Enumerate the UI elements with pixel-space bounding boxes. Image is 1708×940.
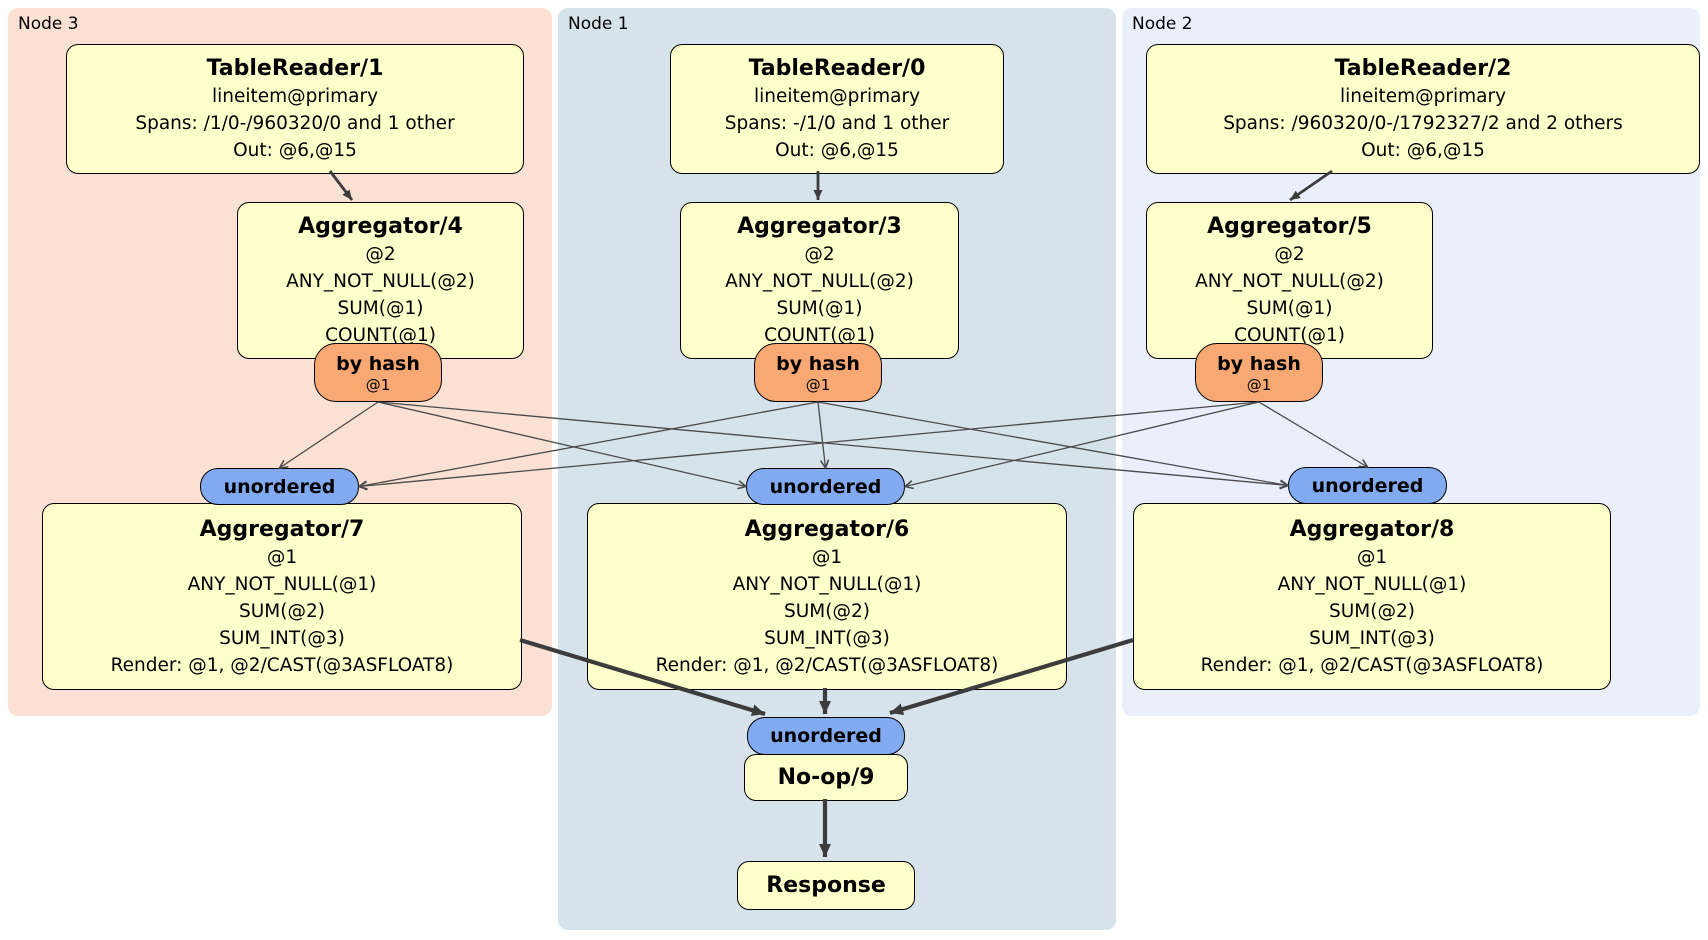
router-detail: @1 bbox=[365, 375, 391, 394]
box-line: ANY_NOT_NULL(@1) bbox=[732, 573, 922, 595]
sync-unordered-7: unordered bbox=[200, 468, 359, 505]
box-line: @1 bbox=[811, 546, 843, 568]
box-aggregator-3: Aggregator/3 @2 ANY_NOT_NULL(@2) SUM(@1)… bbox=[680, 202, 959, 359]
box-line: Render: @1, @2/CAST(@3ASFLOAT8) bbox=[110, 654, 454, 676]
box-line: SUM(@1) bbox=[776, 298, 863, 319]
router-detail: @1 bbox=[805, 375, 831, 394]
box-line: ANY_NOT_NULL(@1) bbox=[1277, 573, 1467, 595]
box-line: COUNT(@1) bbox=[764, 325, 875, 346]
box-line: @2 bbox=[1274, 244, 1305, 265]
box-tablereader-0: TableReader/0 lineitem@primary Spans: -/… bbox=[670, 44, 1004, 174]
box-line: ANY_NOT_NULL(@2) bbox=[286, 271, 475, 292]
box-line: Spans: -/1/0 and 1 other bbox=[724, 113, 950, 134]
sync-label: unordered bbox=[769, 475, 882, 498]
box-line: Out: @6,@15 bbox=[233, 140, 357, 161]
box-line: SUM(@1) bbox=[1246, 298, 1333, 319]
router-by-hash-5: by hash @1 bbox=[1195, 343, 1323, 402]
box-line: ANY_NOT_NULL(@2) bbox=[725, 271, 914, 292]
box-noop-9: No-op/9 bbox=[744, 754, 908, 801]
sync-label: unordered bbox=[223, 475, 336, 498]
panel-node1-label: Node 1 bbox=[568, 14, 629, 34]
sync-unordered-6: unordered bbox=[746, 468, 905, 505]
box-aggregator-6: Aggregator/6 @1 ANY_NOT_NULL(@1) SUM(@2)… bbox=[587, 503, 1067, 690]
box-line: lineitem@primary bbox=[211, 86, 379, 107]
box-line: ANY_NOT_NULL(@2) bbox=[1195, 271, 1384, 292]
box-line: Spans: /960320/0-/1792327/2 and 2 others bbox=[1223, 113, 1623, 134]
box-line: SUM(@2) bbox=[784, 600, 870, 622]
box-response: Response bbox=[737, 861, 915, 910]
box-line: SUM(@2) bbox=[1329, 600, 1415, 622]
box-title: No-op/9 bbox=[777, 765, 875, 790]
box-line: @2 bbox=[365, 244, 396, 265]
box-title: Aggregator/3 bbox=[737, 214, 902, 239]
box-title: Aggregator/5 bbox=[1207, 214, 1372, 239]
sync-label: unordered bbox=[770, 725, 882, 747]
box-line: COUNT(@1) bbox=[1234, 325, 1345, 346]
box-aggregator-7: Aggregator/7 @1 ANY_NOT_NULL(@1) SUM(@2)… bbox=[42, 503, 522, 690]
box-line: SUM_INT(@3) bbox=[219, 627, 345, 649]
sync-label: unordered bbox=[1311, 474, 1424, 497]
router-by-hash-3: by hash @1 bbox=[754, 343, 882, 402]
router-label: by hash bbox=[1217, 352, 1301, 375]
box-aggregator-4: Aggregator/4 @2 ANY_NOT_NULL(@2) SUM(@1)… bbox=[237, 202, 524, 359]
box-title: Aggregator/4 bbox=[298, 214, 463, 239]
router-by-hash-4: by hash @1 bbox=[314, 343, 442, 402]
panel-node2-label: Node 2 bbox=[1132, 14, 1193, 34]
box-title: TableReader/1 bbox=[206, 56, 384, 81]
box-line: lineitem@primary bbox=[1339, 86, 1507, 107]
box-aggregator-8: Aggregator/8 @1 ANY_NOT_NULL(@1) SUM(@2)… bbox=[1133, 503, 1611, 690]
router-label: by hash bbox=[776, 352, 860, 375]
box-line: Out: @6,@15 bbox=[775, 140, 899, 161]
router-label: by hash bbox=[336, 352, 420, 375]
box-line: Spans: /1/0-/960320/0 and 1 other bbox=[135, 113, 455, 134]
box-line: SUM_INT(@3) bbox=[764, 627, 890, 649]
router-detail: @1 bbox=[1246, 375, 1272, 394]
box-aggregator-5: Aggregator/5 @2 ANY_NOT_NULL(@2) SUM(@1)… bbox=[1146, 202, 1433, 359]
box-line: Render: @1, @2/CAST(@3ASFLOAT8) bbox=[1200, 654, 1544, 676]
box-line: COUNT(@1) bbox=[325, 325, 436, 346]
panel-node3-label: Node 3 bbox=[18, 14, 79, 34]
box-line: @1 bbox=[1356, 546, 1388, 568]
box-tablereader-2: TableReader/2 lineitem@primary Spans: /9… bbox=[1146, 44, 1700, 174]
box-line: @2 bbox=[804, 244, 835, 265]
sync-unordered-8: unordered bbox=[1288, 467, 1447, 504]
box-title: Aggregator/8 bbox=[1289, 516, 1455, 542]
box-line: SUM_INT(@3) bbox=[1309, 627, 1435, 649]
box-title: TableReader/2 bbox=[1334, 56, 1512, 81]
box-title: TableReader/0 bbox=[748, 56, 926, 81]
box-line: @1 bbox=[266, 546, 298, 568]
box-line: SUM(@1) bbox=[337, 298, 424, 319]
box-line: ANY_NOT_NULL(@1) bbox=[187, 573, 377, 595]
box-title: Response bbox=[766, 873, 886, 898]
box-tablereader-1: TableReader/1 lineitem@primary Spans: /1… bbox=[66, 44, 524, 174]
box-line: SUM(@2) bbox=[239, 600, 325, 622]
box-line: Render: @1, @2/CAST(@3ASFLOAT8) bbox=[655, 654, 999, 676]
box-line: lineitem@primary bbox=[753, 86, 921, 107]
box-title: Aggregator/7 bbox=[199, 516, 365, 542]
sync-unordered-final: unordered bbox=[747, 717, 905, 755]
box-title: Aggregator/6 bbox=[744, 516, 910, 542]
box-line: Out: @6,@15 bbox=[1361, 140, 1485, 161]
